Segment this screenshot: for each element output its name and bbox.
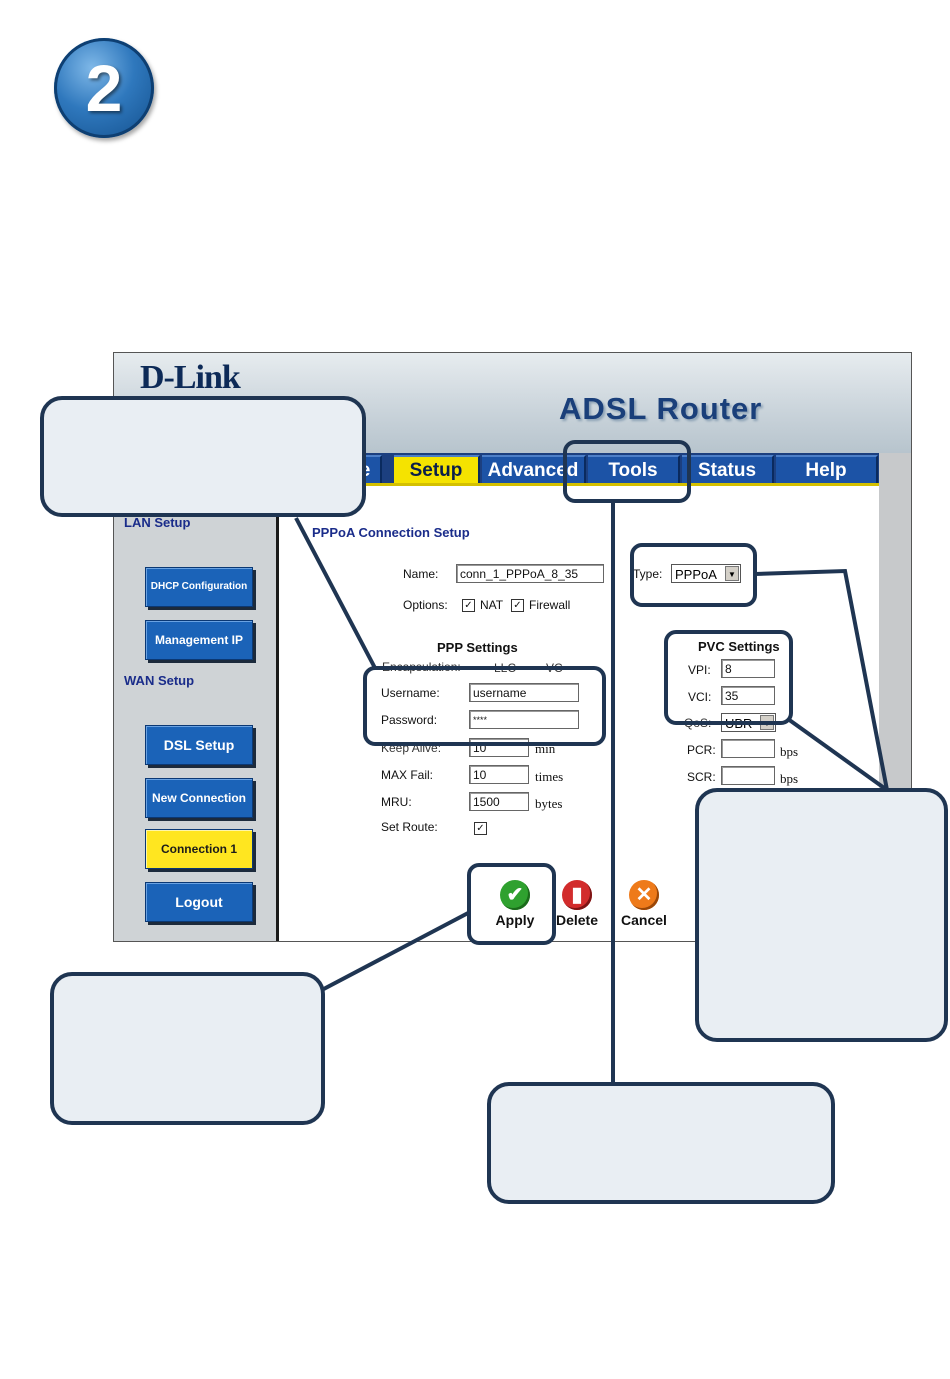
tab-setup[interactable]: Setup bbox=[394, 455, 480, 485]
vci-input[interactable]: 35 bbox=[721, 686, 775, 705]
check-icon: ✔ bbox=[500, 880, 530, 910]
connector-type bbox=[754, 568, 889, 791]
delete-label: Delete bbox=[555, 912, 599, 928]
logout-button[interactable]: Logout bbox=[145, 882, 253, 922]
options-label: Options: bbox=[403, 598, 448, 612]
name-label: Name: bbox=[403, 567, 439, 581]
type-label: Type: bbox=[633, 567, 663, 581]
callout-top-left bbox=[40, 396, 366, 517]
cancel-button[interactable]: ✕ Cancel bbox=[614, 880, 674, 928]
firewall-checkbox[interactable]: ✓ bbox=[511, 599, 524, 612]
password-label: Password: bbox=[381, 713, 438, 727]
username-input[interactable]: username bbox=[469, 683, 579, 702]
highlight-credentials bbox=[363, 666, 606, 746]
scr-input[interactable] bbox=[721, 766, 775, 785]
dsl-setup-button[interactable]: DSL Setup bbox=[145, 725, 253, 765]
name-input[interactable]: conn_1_PPPoA_8_35 bbox=[456, 564, 604, 583]
new-connection-button[interactable]: New Connection bbox=[145, 778, 253, 818]
vpi-label: VPI: bbox=[688, 663, 711, 677]
pcr-input[interactable] bbox=[721, 739, 775, 758]
callout-right bbox=[695, 788, 948, 1042]
type-select[interactable]: PPPoA ▼ bbox=[671, 564, 741, 583]
firewall-label: Firewall bbox=[529, 598, 571, 612]
vci-label: VCI: bbox=[688, 690, 712, 704]
brand-logo: D-Link bbox=[140, 359, 241, 396]
lan-setup-heading: LAN Setup bbox=[124, 515, 191, 530]
cancel-label: Cancel bbox=[621, 912, 667, 928]
sidebar-divider bbox=[276, 486, 279, 941]
chevron-down-icon: ▼ bbox=[725, 566, 739, 581]
set-route-checkbox[interactable]: ✓ bbox=[474, 822, 487, 835]
highlight-type bbox=[630, 543, 757, 607]
highlight-tools-tab bbox=[563, 440, 691, 503]
apply-label: Apply bbox=[495, 912, 535, 928]
connection-1-button[interactable]: Connection 1 bbox=[145, 829, 253, 869]
scr-unit: bps bbox=[780, 771, 799, 786]
product-title: ADSL Router bbox=[559, 391, 763, 426]
ppp-settings-title: PPP Settings bbox=[437, 640, 518, 655]
tab-underline bbox=[114, 483, 911, 486]
tab-tools[interactable]: Tools bbox=[588, 455, 680, 485]
nat-checkbox[interactable]: ✓ bbox=[462, 599, 475, 612]
vpi-input[interactable]: 8 bbox=[721, 659, 775, 678]
step-badge: 2 bbox=[54, 38, 154, 138]
pcr-label: PCR: bbox=[687, 743, 716, 757]
tab-advanced[interactable]: Advanced bbox=[482, 455, 586, 485]
set-route-label: Set Route: bbox=[381, 820, 438, 834]
dhcp-configuration-button[interactable]: DHCP Configuration bbox=[145, 567, 253, 607]
mru-label: MRU: bbox=[381, 795, 412, 809]
scr-label: SCR: bbox=[687, 770, 716, 784]
tab-status[interactable]: Status bbox=[682, 455, 774, 485]
management-ip-button[interactable]: Management IP bbox=[145, 620, 253, 660]
pcr-unit: bps bbox=[780, 744, 799, 759]
apply-button[interactable]: ✔ Apply bbox=[485, 880, 545, 928]
callout-bottom-left bbox=[50, 972, 325, 1125]
x-icon: ✕ bbox=[629, 880, 659, 910]
mru-unit: bytes bbox=[535, 796, 563, 811]
nat-label: NAT bbox=[480, 598, 504, 612]
wan-setup-heading: WAN Setup bbox=[124, 673, 195, 688]
mru-input[interactable]: 1500 bbox=[469, 792, 529, 811]
connector-apply bbox=[317, 910, 471, 994]
highlight-apply bbox=[467, 863, 556, 945]
type-value: PPPoA bbox=[675, 567, 717, 582]
callout-bottom bbox=[487, 1082, 835, 1204]
connector-username bbox=[294, 517, 377, 669]
delete-button[interactable]: ▮ Delete bbox=[547, 880, 607, 928]
max-fail-label: MAX Fail: bbox=[381, 768, 434, 782]
highlight-pvc bbox=[664, 630, 793, 725]
max-fail-input[interactable]: 10 bbox=[469, 765, 529, 784]
tab-help[interactable]: Help bbox=[776, 455, 878, 485]
max-fail-unit: times bbox=[535, 769, 564, 784]
pvc-settings-title: PVC Settings bbox=[698, 639, 780, 654]
username-label: Username: bbox=[381, 686, 440, 700]
trash-icon: ▮ bbox=[562, 880, 592, 910]
section-title: PPPoA Connection Setup bbox=[312, 525, 470, 540]
password-input[interactable]: **** bbox=[469, 710, 579, 729]
connector-pvc bbox=[786, 717, 889, 792]
